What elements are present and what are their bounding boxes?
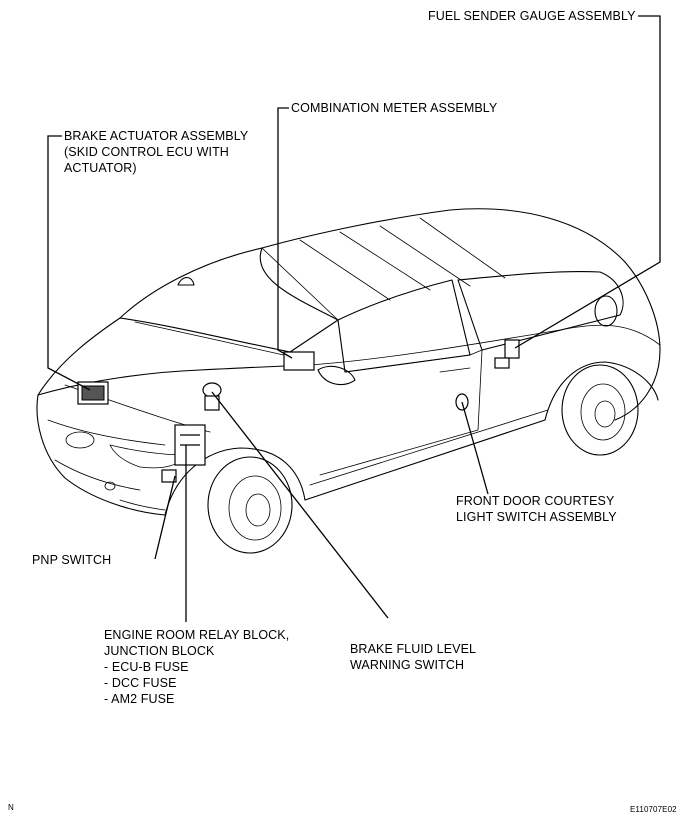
combination-meter-part bbox=[283, 351, 315, 371]
fuel-sender-gauge-label: FUEL SENDER GAUGE ASSEMBLY bbox=[428, 9, 636, 23]
brake-actuator-label: BRAKE ACTUATOR ASSEMBLY (SKID CONTROL EC… bbox=[64, 129, 249, 175]
component-parts bbox=[77, 339, 520, 483]
figure-code: E110707E02 bbox=[630, 805, 677, 814]
pnp-switch-part bbox=[161, 469, 177, 483]
engine-room-relay-label: ENGINE ROOM RELAY BLOCK, JUNCTION BLOCK … bbox=[104, 628, 290, 706]
brake-fluid-level-label: BRAKE FLUID LEVEL WARNING SWITCH bbox=[350, 642, 477, 672]
leader-lines bbox=[47, 15, 661, 622]
corner-marker-left: N bbox=[8, 803, 14, 812]
front-door-courtesy-label: FRONT DOOR COURTESY LIGHT SWITCH ASSEMBL… bbox=[456, 494, 617, 524]
combination-meter-label: COMBINATION METER ASSEMBLY bbox=[291, 101, 498, 115]
fuel-sender-part bbox=[504, 339, 520, 359]
pnp-switch-label: PNP SWITCH bbox=[32, 553, 112, 567]
brake-fluid-reservoir-part bbox=[202, 382, 222, 398]
